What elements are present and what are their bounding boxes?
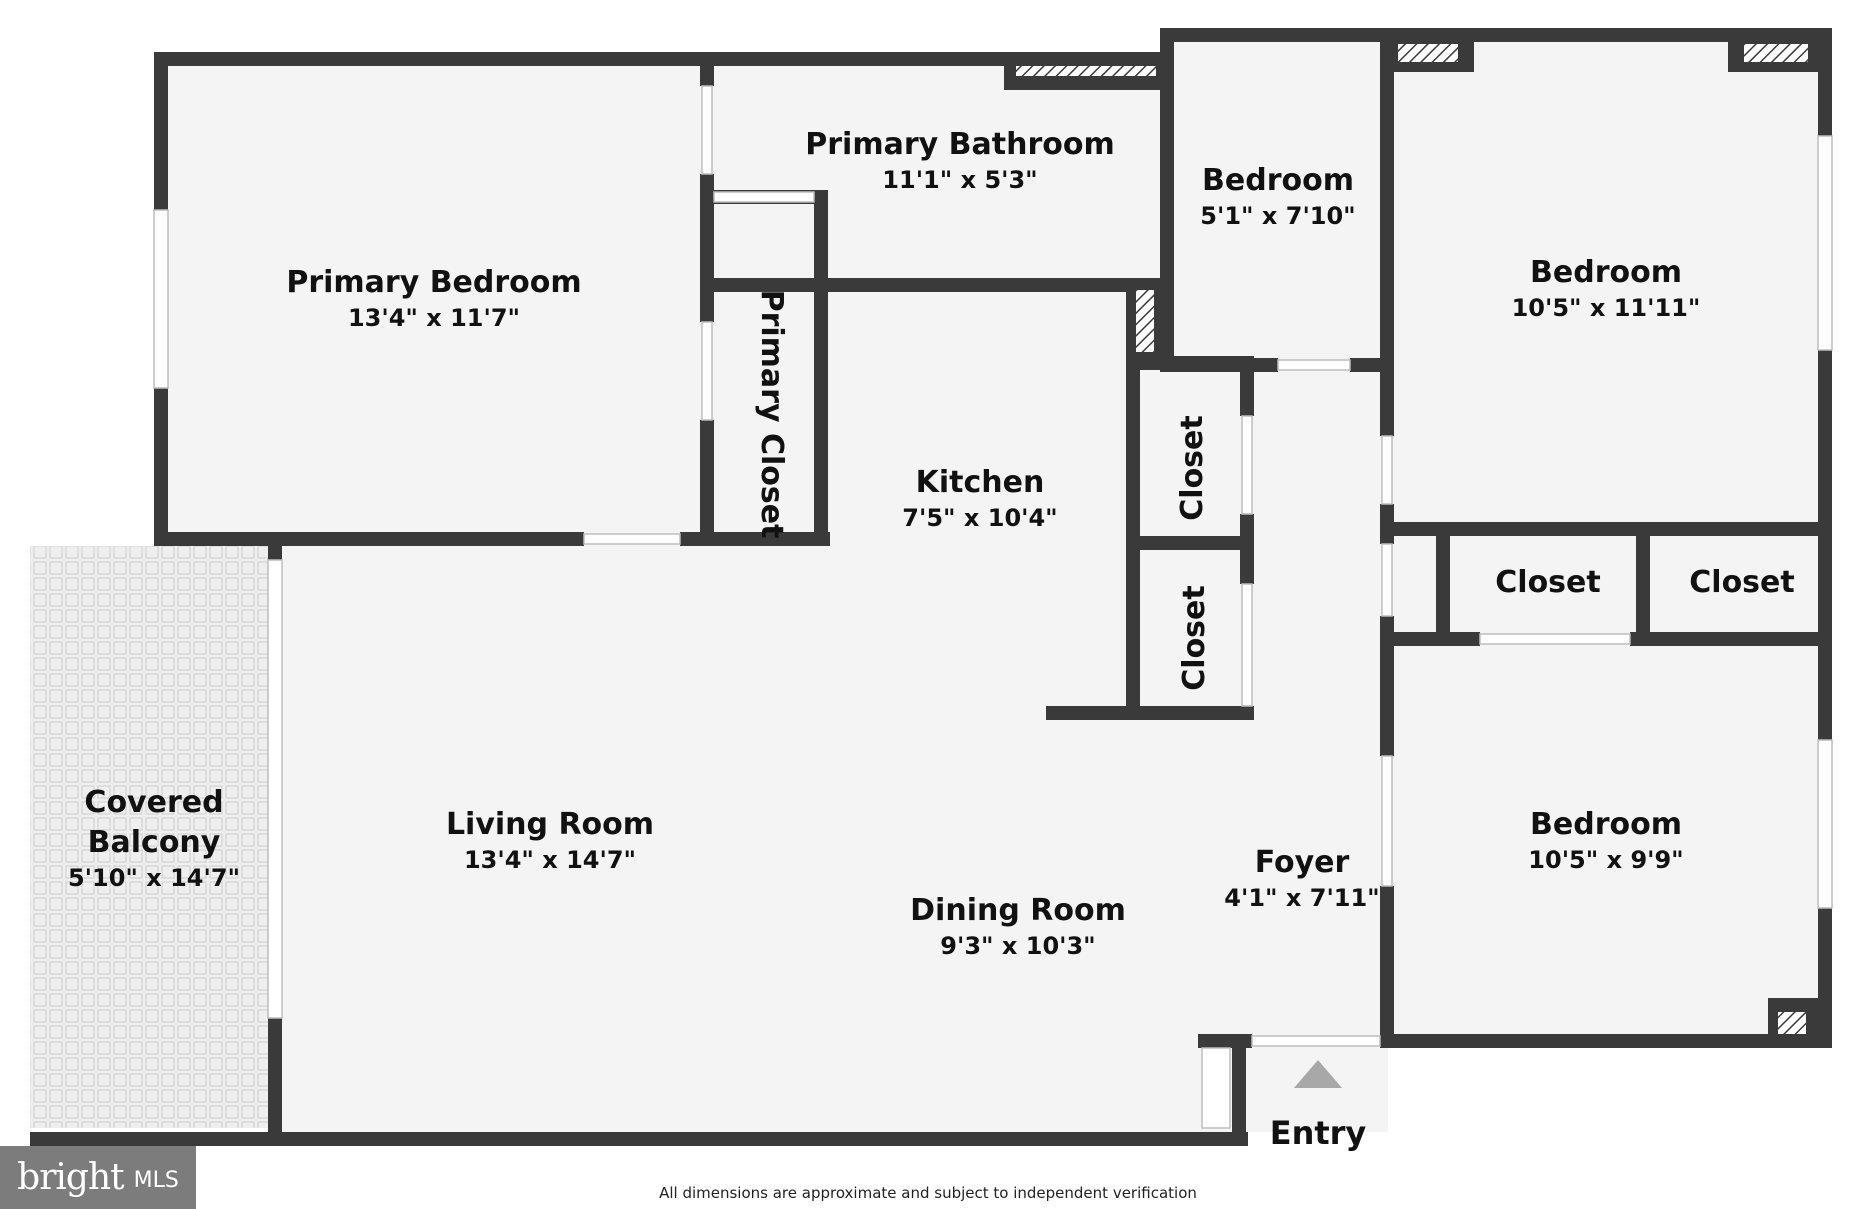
primary-bedroom-name: Primary Bedroom: [286, 265, 581, 300]
kitchen-name: Kitchen: [916, 465, 1045, 500]
logo-word: bright: [17, 1157, 124, 1198]
primary-bathroom-name: Primary Bathroom: [805, 127, 1114, 162]
small-bedroom-dims: 5'1" x 7'10": [1200, 202, 1355, 230]
kitchen-dims: 7'5" x 10'4": [902, 504, 1057, 532]
balcony-name-line1: Covered: [84, 785, 223, 820]
dining-room-dims: 9'3" x 10'3": [940, 932, 1095, 960]
bedroom-bottom-right-dims: 10'5" x 9'9": [1528, 846, 1683, 874]
windows: [153, 85, 1833, 1129]
small-bedroom-name: Bedroom: [1202, 163, 1354, 198]
entry-arrow-icon: [1294, 1060, 1342, 1088]
hatched-columns: [1016, 44, 1808, 1034]
closet-upper-name: Closet: [1175, 415, 1210, 520]
foyer-dims: 4'1" x 7'11": [1224, 884, 1379, 912]
primary-bathroom-dims: 11'1" x 5'3": [882, 166, 1037, 194]
living-room-dims: 13'4" x 14'7": [464, 846, 636, 874]
balcony-name-line2: Balcony: [88, 825, 221, 860]
closet-lower-name: Closet: [1177, 585, 1212, 690]
disclaimer-text: All dimensions are approximate and subje…: [659, 1184, 1197, 1202]
dining-room-name: Dining Room: [910, 893, 1126, 928]
logo-suffix: MLS: [133, 1168, 179, 1193]
foyer-name: Foyer: [1255, 845, 1350, 880]
primary-bathroom-floor: [708, 66, 1164, 286]
entry-label: Entry: [1270, 1114, 1367, 1152]
bedroom-top-right-dims: 10'5" x 11'11": [1512, 294, 1701, 322]
right-bedrooms-floor: [1388, 36, 1824, 1046]
bedroom-top-right-name: Bedroom: [1530, 255, 1682, 290]
balcony-floor: [30, 546, 270, 1128]
balcony-dims: 5'10" x 14'7": [68, 864, 240, 892]
living-room-name: Living Room: [446, 807, 654, 842]
primary-closet-name: Primary Closet: [754, 290, 789, 539]
closet-right-b-name: Closet: [1689, 565, 1794, 600]
primary-bedroom-dims: 13'4" x 11'7": [348, 304, 520, 332]
closet-right-a-name: Closet: [1495, 565, 1600, 600]
bedroom-bottom-right-name: Bedroom: [1530, 807, 1682, 842]
bright-mls-logo: bright MLS: [0, 1146, 196, 1209]
